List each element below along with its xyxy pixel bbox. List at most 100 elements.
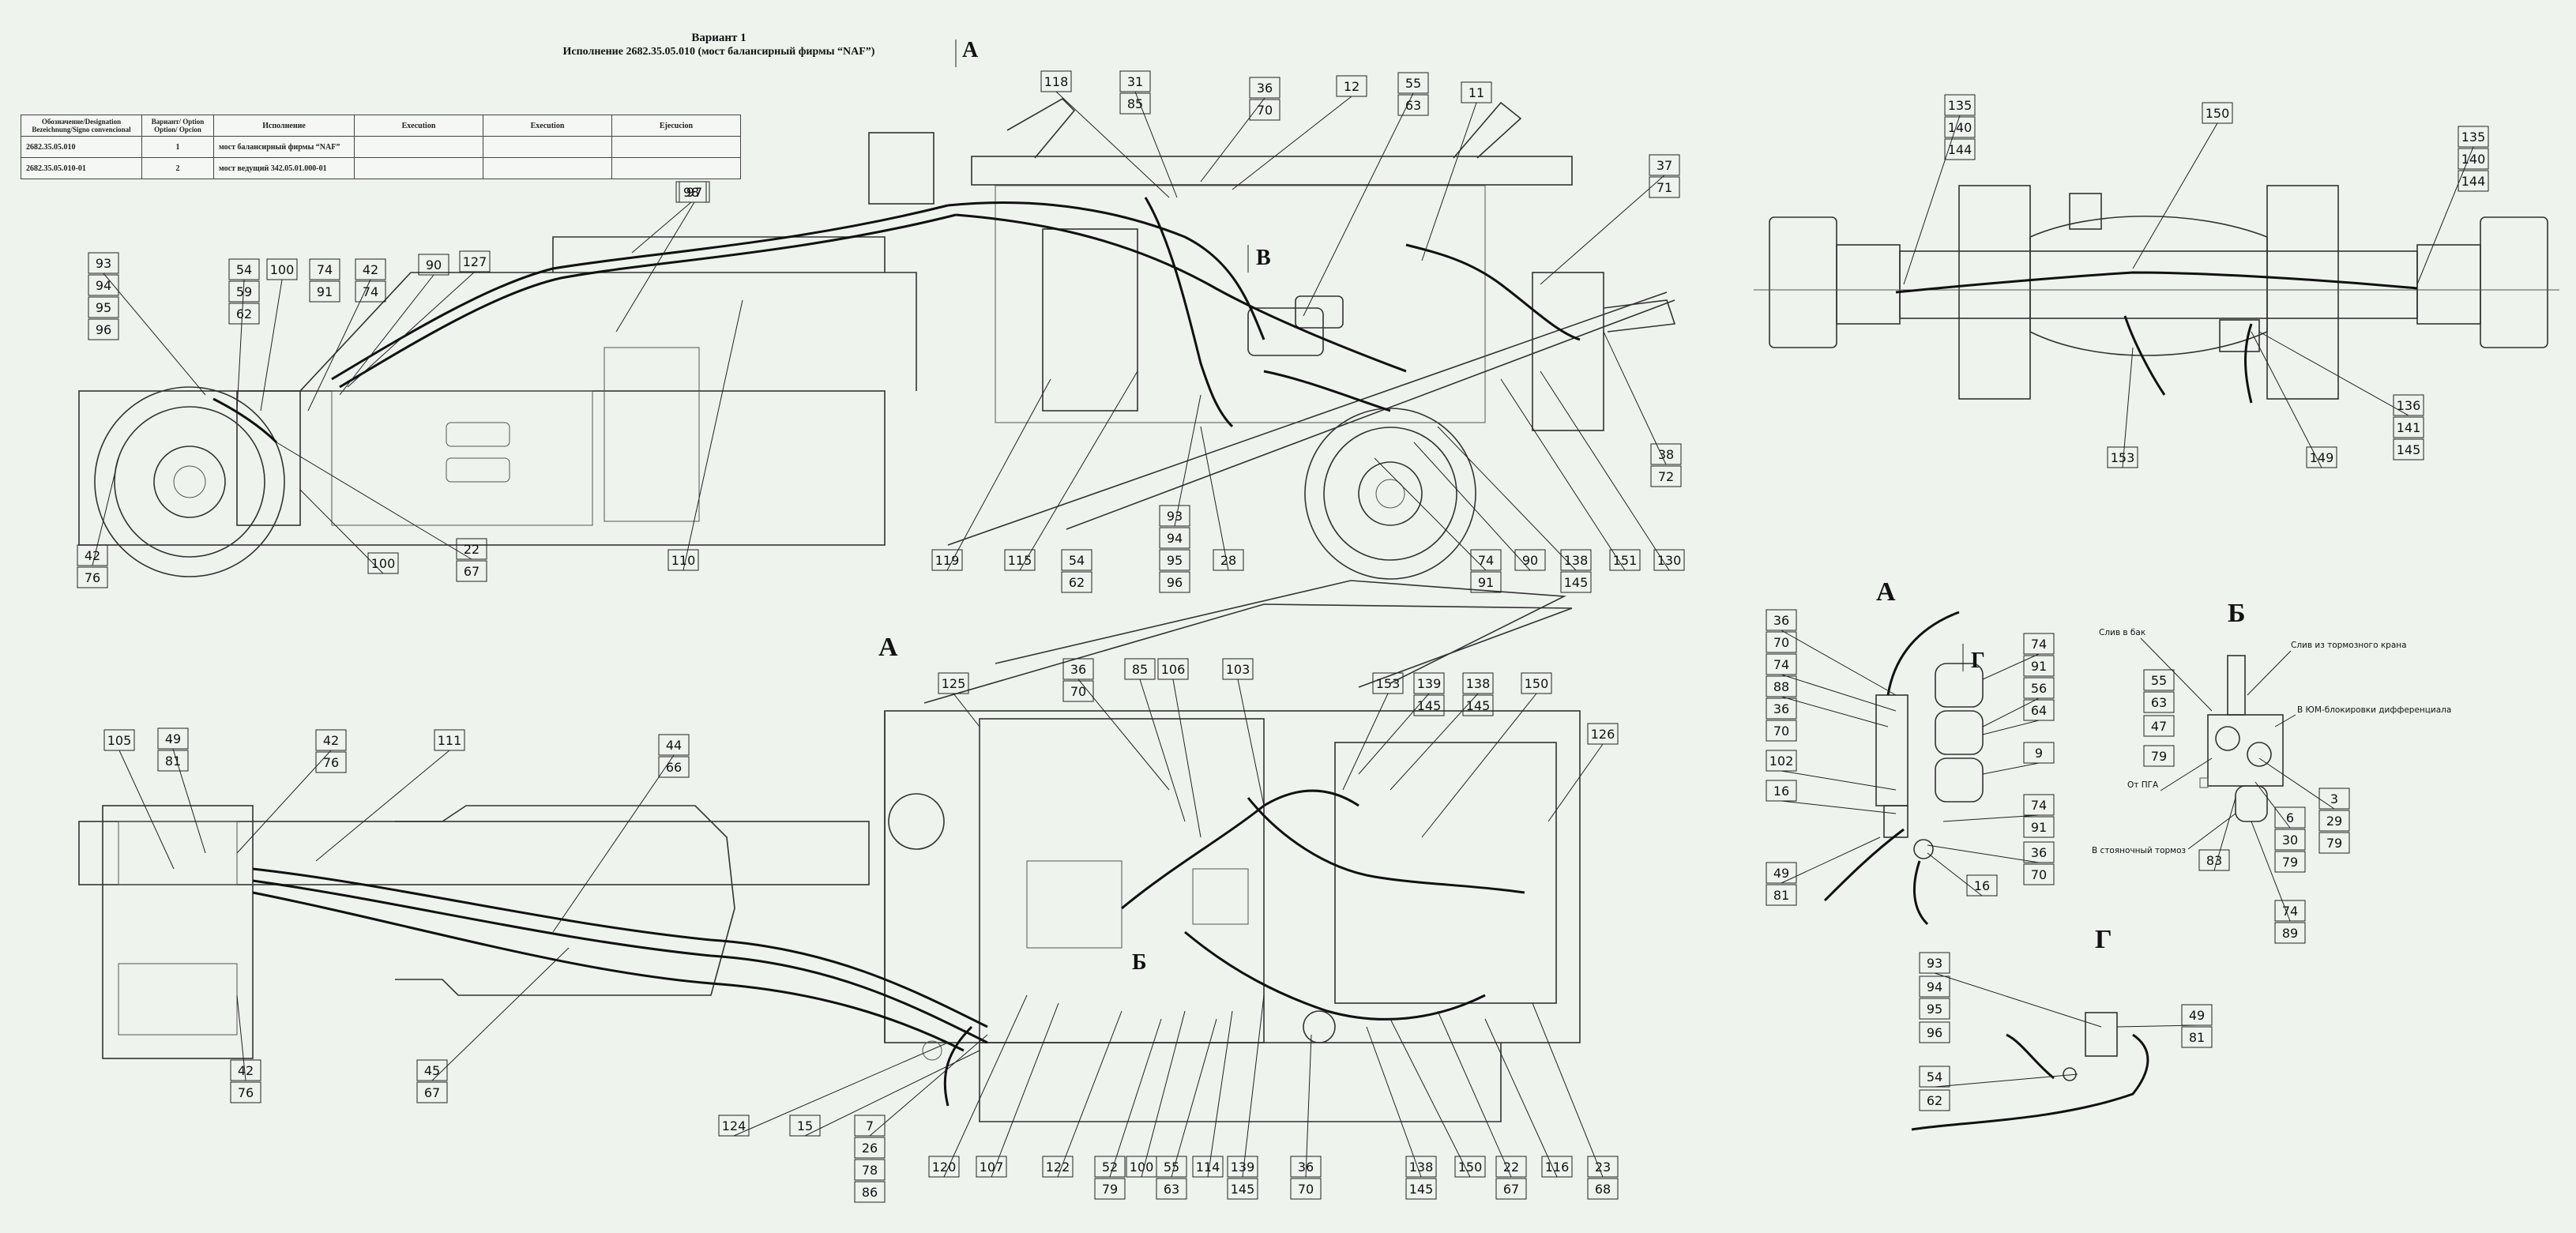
callout-c121: 70 [1766,720,1797,742]
callout-number: 145 [1231,1182,1255,1197]
callout-number: 95 [96,300,111,315]
callout-leader [1982,653,2040,680]
callout-c58: 144 [2458,170,2489,192]
callout-number: 127 [463,254,487,269]
callout-leader [2251,821,2291,922]
callout-leader [1942,814,2040,822]
callout-number: 124 [722,1118,746,1133]
callout-number: 145 [1417,698,1442,713]
callout-box [309,258,340,280]
callout-box [1470,571,1502,593]
spec-cell: 1 [141,136,214,158]
callout-leader [733,1042,949,1137]
callout-leader [172,748,206,854]
front-wheel-rim [114,406,265,558]
callout-number: 94 [96,278,111,293]
leader-line [2247,650,2292,696]
callout-c46: 138 [1560,549,1592,571]
callout-leader [631,201,692,254]
callout-number: 22 [1503,1160,1519,1175]
callout-box [854,1181,886,1203]
hose [1184,930,1486,1021]
callout-number: 45 [424,1063,440,1078]
callout-leader [1200,97,1265,182]
callout-c50: 38 [1650,443,1682,465]
callout-box [2458,170,2489,192]
callout-number: 62 [1069,575,1085,590]
callout-number: 47 [2151,719,2167,734]
callout-leader [1055,91,1170,198]
callout-number: 16 [1773,784,1789,799]
callout-number: 140 [2461,152,2486,167]
callout-number: 125 [942,676,966,691]
cab-base [552,236,886,273]
callout-c131: 74 [2023,794,2055,816]
callout-leader [1532,1002,1604,1178]
callout-number: 98 [683,185,699,200]
upper-outline [923,603,1573,704]
lever-right [1453,101,1522,159]
callout-c68: 103 [1222,658,1254,680]
callout-box [1061,571,1092,593]
callout-leader [991,1002,1059,1178]
callout-number: 79 [2326,836,2342,851]
callout-number: 55 [1164,1160,1179,1175]
callout-number: 139 [1417,676,1442,691]
detail-a-solenoid [1935,663,1984,708]
callout-number: 85 [1132,662,1148,677]
callout-box [2143,715,2175,737]
callout-c112: 67 [1495,1178,1527,1200]
callout-leader [1174,394,1202,527]
callout-leader [1172,679,1202,838]
callout-box [1919,998,1950,1020]
callout-c55: 150 [2202,102,2233,124]
hose [1263,370,1391,412]
callout-c137: 63 [2143,691,2175,713]
callout-box [1919,975,1950,998]
callout-box [1159,527,1190,549]
valve-block [2069,193,2102,230]
callout-c11: 71 [1649,176,1680,198]
callout-number: 93 [96,256,111,271]
callout-c38: 93 [1159,505,1190,527]
callout-box [1290,1178,1322,1200]
rear-wheel-rim [1323,427,1457,561]
note-parking-brake: В стояночный тормоз [2092,846,2186,855]
callout-c148: 89 [2274,922,2306,944]
callout-c61: 145 [2393,438,2424,460]
engine-bay [995,185,1486,423]
top-view-label: А [878,633,898,662]
callout-number: 81 [165,754,181,769]
cab-block [868,132,935,205]
callout-c91: 7 [854,1115,886,1137]
callout-c53: 140 [1944,116,1976,138]
callout-c78: 49 [157,727,189,750]
callout-c100: 100 [1126,1156,1157,1178]
callout-leader [1134,91,1178,198]
callout-c73: 145 [1462,694,1494,716]
callout-c156: 81 [2181,1026,2213,1048]
front-wheel [94,386,285,577]
callout-c135: 16 [1966,874,1998,897]
callout-box [157,750,189,772]
callout-box [88,274,119,296]
callout-number: 145 [1466,698,1491,713]
detail-g-arrow-label: Г [1971,648,1985,673]
callout-box [1766,884,1797,906]
callout-box [2023,655,2055,677]
callout-c9: 11 [1461,81,1492,103]
hose [1144,197,1234,428]
callout-c28: 42 [77,544,108,566]
callout-c56: 135 [2458,126,2489,148]
callout-number: 91 [1478,575,1494,590]
callout-box [2023,816,2055,838]
callout-c138: 47 [2143,715,2175,737]
callout-number: 150 [2206,106,2230,121]
frame-body [78,390,886,546]
callout-number: 144 [1948,142,1972,157]
callout-leader [1139,679,1186,822]
callout-number: 38 [1658,447,1674,462]
axle-view [1754,185,2559,404]
callout-c147: 74 [2274,900,2306,922]
callout-number: 36 [1773,701,1789,716]
